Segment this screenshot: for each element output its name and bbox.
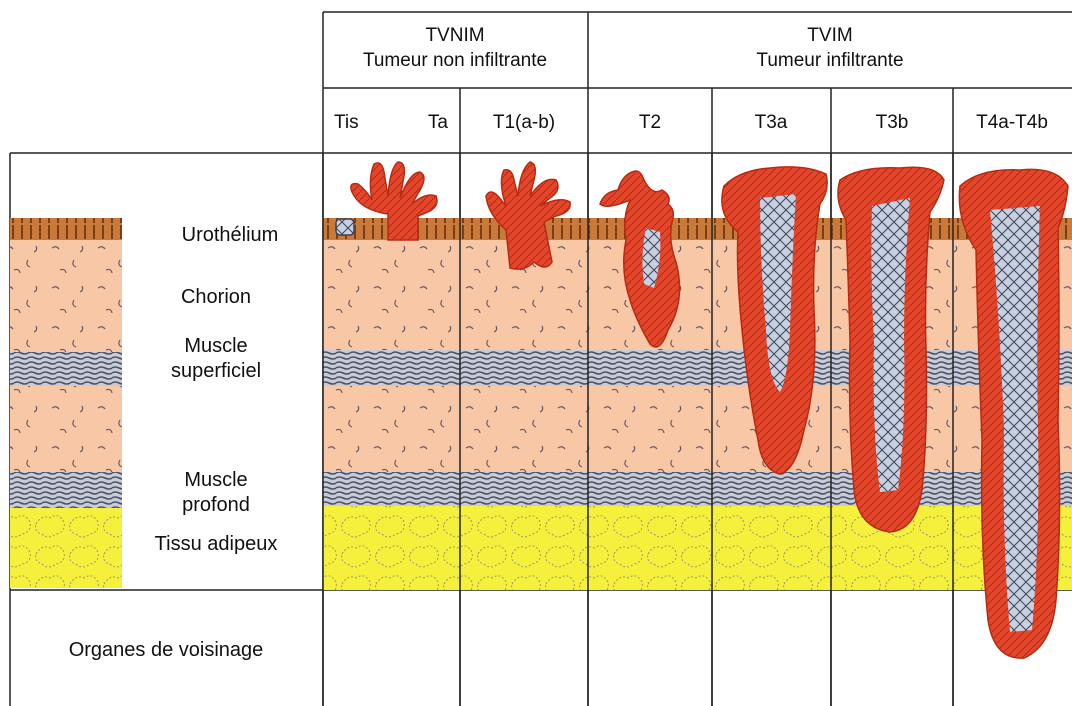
- chorion-lower-layer: [323, 386, 1072, 472]
- adipose-layer: [323, 506, 1072, 590]
- muscle-profond-layer: [323, 472, 1072, 506]
- stage-t3b: T3b: [876, 112, 909, 133]
- label-chorion: Chorion: [181, 286, 251, 308]
- ref-urothelium-layer: [10, 218, 122, 240]
- muscle-superficiel-layer: [323, 350, 1072, 386]
- tumor-tis: [336, 219, 354, 235]
- stage-t2: T2: [639, 112, 661, 133]
- label-muscle-profond-1: Muscle: [184, 469, 247, 491]
- group-tvnim-desc: Tumeur non infiltrante: [363, 50, 547, 71]
- stage-t1: T1(a-b): [493, 112, 555, 133]
- stage-t3a: T3a: [755, 112, 788, 133]
- reference-column: [10, 218, 122, 588]
- urothelium-layer: [323, 218, 1072, 240]
- stage-t4: T4a-T4b: [976, 112, 1048, 133]
- label-tissu-adipeux: Tissu adipeux: [155, 533, 278, 555]
- ref-adipose-layer: [10, 508, 122, 588]
- chorion-layer: [323, 240, 1072, 350]
- label-organes: Organes de voisinage: [69, 639, 264, 661]
- label-urothelium: Urothélium: [182, 224, 279, 246]
- label-muscle-profond-2: profond: [182, 494, 250, 516]
- group-tvim-desc: Tumeur infiltrante: [756, 50, 903, 71]
- ref-chorion-lower-layer: [10, 386, 122, 472]
- label-muscle-superficiel-2: superficiel: [171, 360, 261, 382]
- stage-ta: Ta: [428, 112, 449, 133]
- stage-tis: Tis: [334, 112, 359, 133]
- group-tvim-code: TVIM: [807, 25, 852, 46]
- group-tvnim-code: TVNIM: [425, 25, 484, 46]
- ref-chorion-layer: [10, 240, 122, 352]
- ref-muscle-superficiel-layer: [10, 352, 122, 386]
- staging-tissue: [323, 218, 1072, 590]
- label-muscle-superficiel-1: Muscle: [184, 335, 247, 357]
- ref-muscle-profond-layer: [10, 472, 122, 508]
